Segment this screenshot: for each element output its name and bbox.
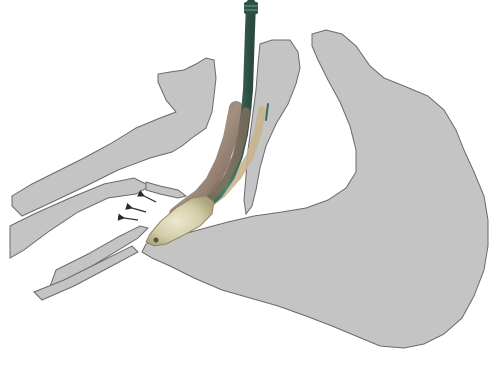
arrow-left-icon xyxy=(144,196,156,202)
epiglottis-fold-upper xyxy=(146,182,186,198)
tube-tip-opening xyxy=(154,238,159,243)
arrow-left-icon xyxy=(132,208,146,212)
tube-connector-cap xyxy=(244,2,258,14)
trachea-wall-strip xyxy=(34,246,138,300)
arrow-left-icon xyxy=(124,218,138,220)
